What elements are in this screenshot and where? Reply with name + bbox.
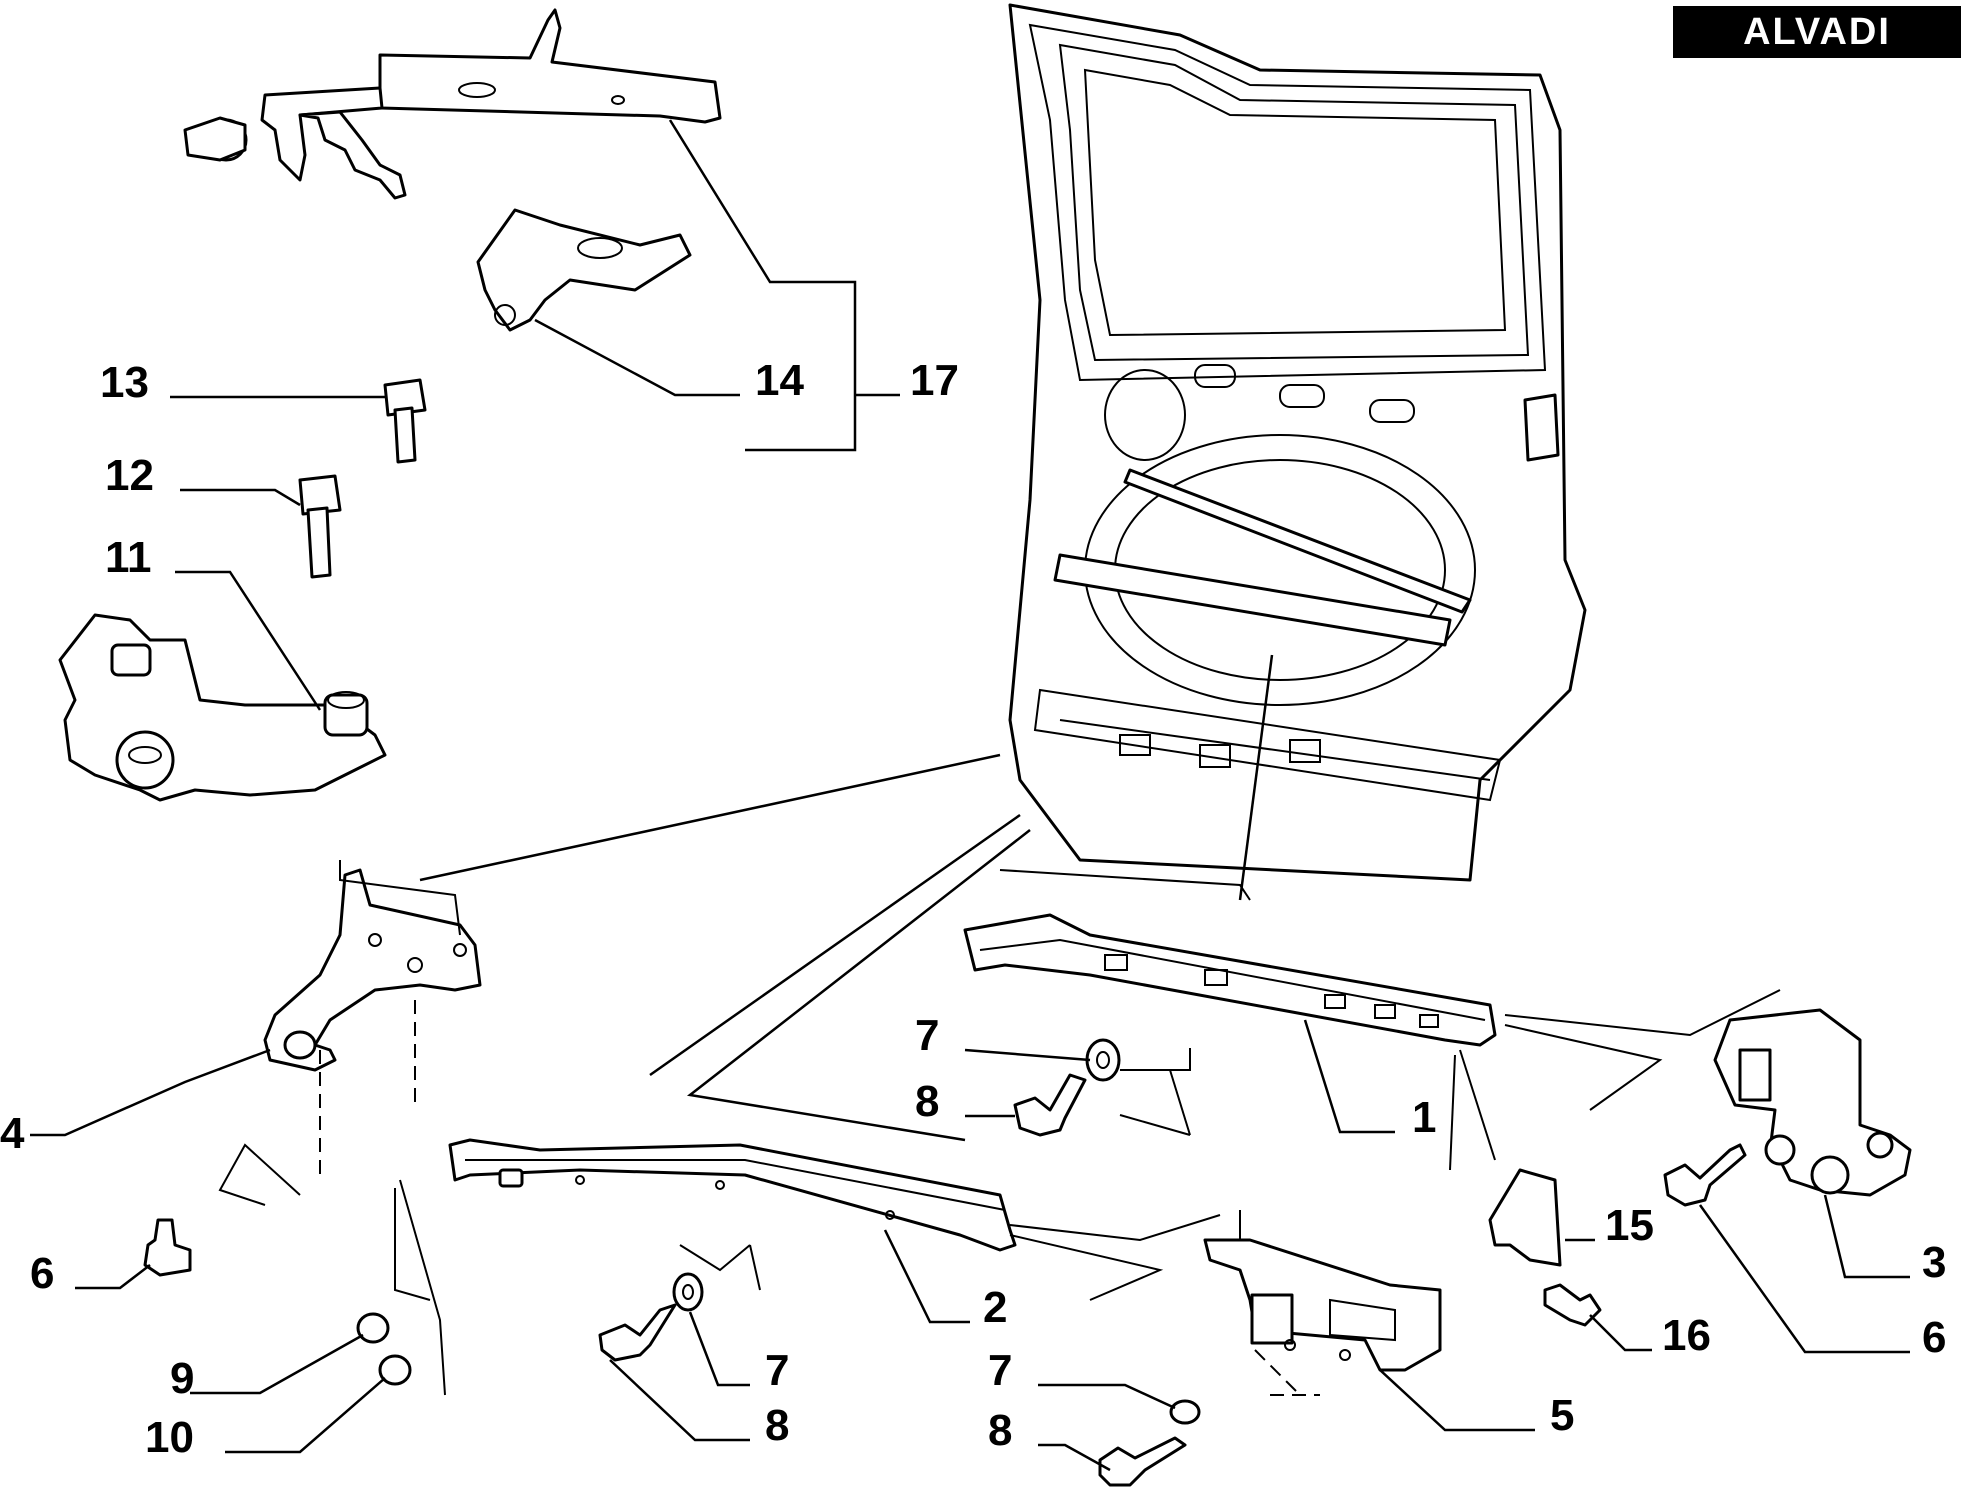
leader-lines [30,119,1910,1472]
fasteners [143,1038,1747,1487]
callout-8-mid: 8 [765,1401,789,1450]
callout-7-lower: 7 [988,1346,1012,1395]
part-14-small-bracket [476,208,692,332]
part-13-bolt [383,378,427,464]
callout-4: 4 [0,1109,25,1158]
part-12-bolt [298,474,342,579]
callout-13: 13 [100,358,149,407]
part-2-rail [448,1138,1017,1252]
part-17-upper-bracket [183,8,722,200]
callout-5: 5 [1550,1391,1574,1440]
brand-badge: ALVADI [1673,6,1961,58]
callout-3: 3 [1922,1238,1946,1287]
callout-17: 17 [910,356,959,405]
callout-labels: 1 2 3 4 5 6 6 6 7 7 7 8 8 8 9 10 11 12 1… [0,356,1946,1462]
callout-2: 2 [983,1283,1007,1332]
part-11-hinge-plate [58,613,387,802]
part-1-lower-rail [963,913,1497,1047]
part-5-bracket [1203,1238,1442,1372]
callout-7-mid: 7 [765,1346,789,1395]
callout-14: 14 [755,356,804,405]
callout-11: 11 [105,533,152,582]
callout-8-lower: 8 [988,1406,1012,1455]
callout-8-upper: 8 [915,1077,939,1126]
callout-16: 16 [1662,1311,1711,1360]
callout-15: 15 [1605,1201,1654,1250]
callout-9: 9 [170,1354,194,1403]
callout-7-upper: 7 [915,1011,939,1060]
callout-6-left: 6 [30,1249,54,1298]
door-panel [1008,3,1587,882]
part-3-hinge [1713,1008,1912,1197]
callout-6-right: 6 [1922,1313,1946,1362]
part-4-hinge-arm [263,868,482,1072]
callout-12: 12 [105,451,154,500]
callout-10: 10 [145,1413,194,1462]
callout-1: 1 [1412,1093,1436,1142]
part-15-plate [1488,1168,1562,1267]
